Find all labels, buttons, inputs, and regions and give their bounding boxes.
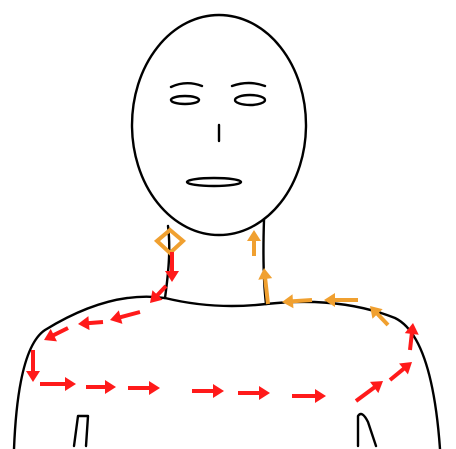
left-eye — [171, 96, 199, 104]
right-eye — [235, 95, 265, 105]
red-arrow — [110, 310, 140, 324]
red-arrow — [40, 377, 76, 391]
red-arrow — [390, 362, 412, 380]
mouth — [187, 178, 241, 186]
orange-arrow — [247, 230, 261, 256]
red-arrow — [356, 381, 383, 401]
arrow-layer — [26, 230, 419, 403]
left-eyebrow — [171, 83, 202, 87]
collar-line — [165, 298, 266, 306]
red-arrow — [78, 316, 103, 330]
red-arrow — [292, 389, 326, 403]
red-arrow — [192, 384, 224, 398]
right-eyebrow — [232, 83, 265, 86]
right-shoulder-outline — [266, 302, 440, 449]
red-arrow — [150, 286, 166, 303]
red-arrow — [128, 381, 160, 395]
red-arrow — [44, 328, 68, 341]
orange-arrow — [282, 294, 312, 308]
right-arm-line — [358, 414, 376, 446]
red-arrow — [86, 380, 116, 394]
red-arrow — [238, 386, 270, 400]
left-arm-line — [74, 416, 88, 446]
